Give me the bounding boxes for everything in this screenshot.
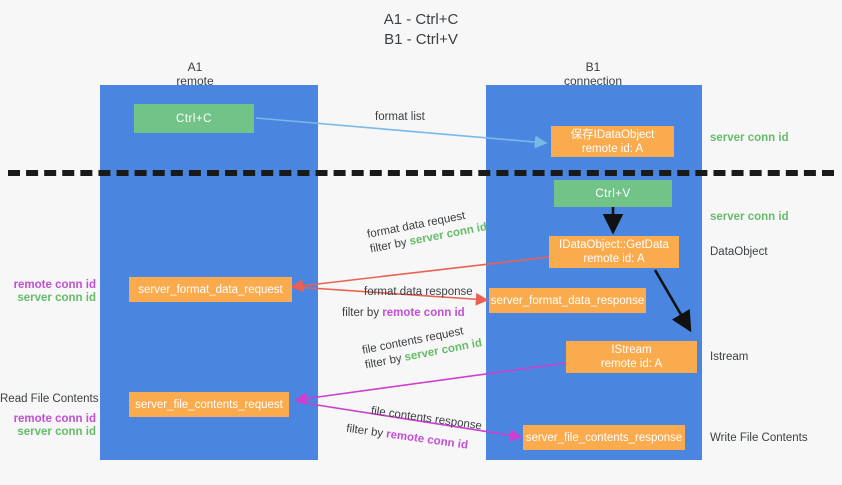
filter-value-remote-conn-id: remote conn id [385,428,469,452]
edge-label-format-data-response-filter: filter by remote conn id [342,306,473,321]
node-idataobject-getdata-line1: IDataObject::GetData [559,239,669,251]
page-title: A1 - Ctrl+C B1 - Ctrl+V [0,10,842,50]
node-server-format-data-response-label: server_format_data_response [490,294,645,307]
phase-divider [8,170,834,176]
filter-prefix: filter by [342,307,383,319]
column-b1-role: connection [563,74,623,88]
node-ctrl-v-label: Ctrl+V [595,187,631,200]
node-server-format-data-request[interactable]: server_format_data_request [129,277,292,302]
column-a1-name: A1 [187,60,203,74]
node-save-idataobject-line1: 保存IDataObject [570,128,655,141]
node-server-format-data-request-label: server_format_data_request [138,283,283,296]
node-server-file-contents-request[interactable]: server_file_contents_request [129,392,289,417]
column-header-b1: B1 connection [513,60,673,88]
annotation-server-conn-id-2: server conn id [17,426,96,438]
node-istream-line2: remote id: A [600,358,663,370]
node-istream-line1: IStream [611,344,652,356]
annotation-remote-conn-id-1: remote conn id [13,279,96,291]
node-server-file-contents-response[interactable]: server_file_contents_response [523,425,685,450]
node-save-idataobject[interactable]: 保存IDataObject remote id: A [551,126,674,157]
edge-label-file-contents-request: file contents request filter by server c… [361,321,483,373]
column-a1-role: remote [176,74,214,88]
edge-label-format-data-response-line1: format data response [364,286,473,298]
edge-label-file-contents-response: file contents response filter by remote … [345,404,483,455]
node-ctrl-c[interactable]: Ctrl+C [134,104,254,133]
node-idataobject-getdata-line2: remote id: A [583,253,645,265]
annotation-istream: Istream [710,351,749,363]
title-line-1: A1 - Ctrl+C [383,11,459,28]
edge-label-format-list: format list [375,111,425,123]
filter-value-remote-conn-id: remote conn id [382,307,465,319]
annotation-server-conn-id-top: server conn id [710,132,789,144]
node-istream[interactable]: IStream remote id: A [566,341,697,373]
node-server-format-data-response[interactable]: server_format_data_response [489,288,646,313]
annotation-server-conn-id-1: server conn id [17,292,96,304]
annotation-read-file-contents: Read File Contents [0,393,99,405]
annotation-write-file-contents: Write File Contents [710,432,808,444]
column-header-a1: A1 remote [115,60,275,88]
title-line-2: B1 - Ctrl+V [384,31,458,48]
node-server-file-contents-request-label: server_file_contents_request [135,398,283,411]
edge-label-format-data-request: format data request filter by server con… [366,205,488,257]
node-idataobject-getdata[interactable]: IDataObject::GetData remote id: A [549,236,679,268]
node-server-file-contents-response-label: server_file_contents_response [525,431,683,444]
annotation-server-conn-id-mid: server conn id [710,211,789,223]
annotation-remote-conn-id-2: remote conn id [13,413,96,425]
filter-prefix: filter by [345,422,388,441]
edge-label-format-data-response: format data response filter by remote co… [342,285,473,321]
annotation-dataobject: DataObject [710,246,768,258]
node-ctrl-v[interactable]: Ctrl+V [554,180,672,207]
node-save-idataobject-line2: remote id: A [581,142,644,155]
column-b1-name: B1 [585,60,601,74]
node-ctrl-c-label: Ctrl+C [176,112,212,125]
